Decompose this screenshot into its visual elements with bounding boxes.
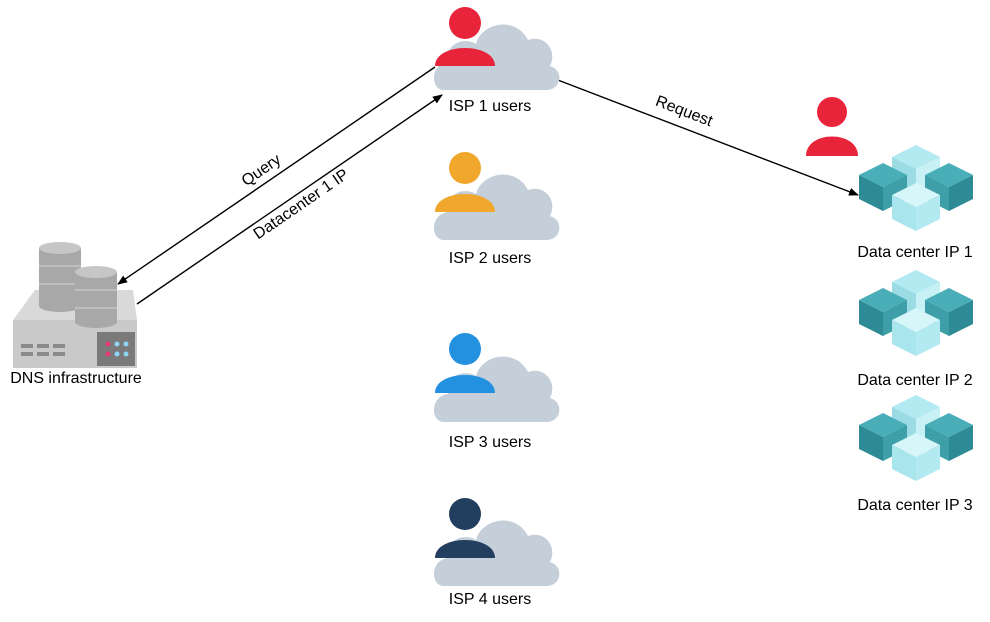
dc2-cubes-icon: [859, 270, 973, 356]
isp2-icon: [433, 152, 560, 240]
isp2-label: ISP 2 users: [448, 250, 532, 267]
dc2-label: Data center IP 2: [857, 372, 973, 389]
dc3-cubes-icon: [859, 395, 973, 481]
isp4-icon: [433, 498, 560, 586]
edge-query: [117, 66, 436, 285]
isp3-label: ISP 3 users: [448, 434, 532, 451]
dns-label: DNS infrastructure: [10, 370, 142, 387]
edge-request: [549, 76, 859, 196]
dns-server-icon: [13, 242, 137, 368]
edge-datacenter-ip: [136, 94, 443, 305]
dc1-cubes-icon: [859, 145, 973, 231]
isp1-label: ISP 1 users: [448, 98, 532, 115]
isp3-icon: [433, 333, 560, 422]
isp1-icon: [433, 7, 560, 91]
dc1-label: Data center IP 1: [857, 244, 973, 261]
isp4-label: ISP 4 users: [448, 591, 532, 608]
request-user-icon: [806, 97, 858, 156]
dc3-label: Data center IP 3: [857, 497, 973, 514]
